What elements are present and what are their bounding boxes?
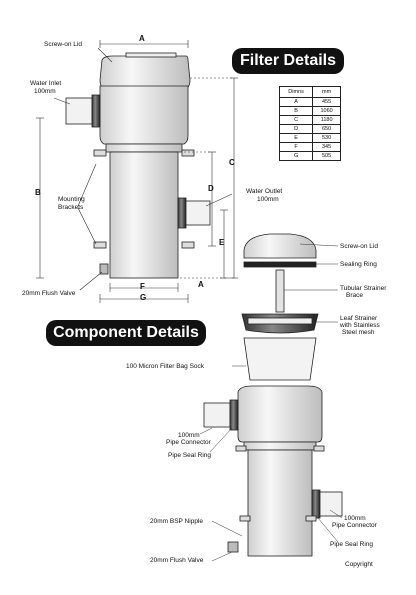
- dimension-letter-a: A: [139, 34, 145, 43]
- label-water-outlet-size: 100mm: [257, 196, 279, 203]
- filter-dimension-lines: [36, 40, 238, 303]
- table-cell: E: [278, 133, 314, 143]
- table-cell: 1180: [312, 115, 341, 125]
- dimension-letter-a-repeat: A: [198, 280, 204, 289]
- bracket-3: [93, 241, 107, 249]
- inlet-pipe: [65, 97, 93, 125]
- bracket-1: [93, 149, 107, 157]
- label-left-connector-size: 100mm: [178, 432, 200, 439]
- component-assembly: [203, 233, 343, 557]
- label-component-sealing-ring: Sealing Ring: [340, 261, 377, 268]
- label-leaf-strainer-2: with Stainless: [340, 322, 380, 329]
- table-cell: 505: [312, 151, 341, 161]
- label-right-pipe-connector: Pipe Connector: [332, 522, 377, 529]
- table-cell: F: [278, 142, 314, 152]
- label-water-inlet: Water Inlet: [30, 80, 62, 87]
- outlet-pipe: [185, 200, 211, 226]
- component-housing-lower: [247, 449, 313, 557]
- table-cell: C: [278, 115, 314, 125]
- table-cell: A: [278, 97, 314, 107]
- component-flush-valve: [227, 541, 239, 553]
- label-right-connector-size: 100mm: [344, 515, 366, 522]
- label-strainer-brace-2: Brace: [346, 292, 363, 299]
- component-filter-bag: [243, 337, 317, 381]
- filter-upper-body: [99, 85, 189, 145]
- table-cell: 530: [312, 133, 341, 143]
- label-filter-bag: 100 Micron Filter Bag Sock: [126, 363, 205, 370]
- filter-lid-top: [125, 52, 177, 58]
- table-cell: 1060: [312, 106, 341, 116]
- label-component-screw-on-lid: Screw-on Lid: [340, 243, 378, 250]
- component-right-seal-ring: [311, 489, 321, 519]
- label-right-pipe-seal-ring: Pipe Seal Ring: [330, 541, 373, 548]
- label-water-inlet-size: 100mm: [34, 88, 56, 95]
- table-header-dimns: Dimns: [278, 86, 314, 98]
- dimension-letter-d: D: [208, 184, 214, 193]
- table-cell: G: [278, 151, 314, 161]
- label-component-flush-valve: 20mm Flush Valve: [150, 557, 204, 564]
- table-cell: 455: [312, 97, 341, 107]
- table-cell: 345: [312, 142, 341, 152]
- component-left-seal-ring: [229, 399, 239, 431]
- filter-lower-body: [109, 151, 179, 279]
- dimension-letter-g: G: [140, 293, 147, 302]
- component-right-pipe: [319, 491, 343, 517]
- bracket-4: [181, 241, 195, 249]
- label-strainer-brace-1: Tubular Strainer: [340, 285, 387, 292]
- dimension-letter-b: B: [35, 188, 41, 197]
- label-brackets: Brackets: [58, 204, 84, 211]
- component-leader-lines: [199, 243, 343, 562]
- label-leaf-strainer-1: Leaf Strainer: [340, 315, 378, 322]
- component-lid: [243, 233, 317, 259]
- table-cell: 650: [312, 124, 341, 134]
- label-mounting: Mounting: [58, 196, 85, 203]
- label-screw-on-lid: Screw-on Lid: [44, 41, 82, 48]
- filter-details-heading: Filter Details: [232, 48, 344, 74]
- label-leaf-strainer-3: Steel mesh: [342, 329, 375, 336]
- filter-mid-body: [105, 143, 183, 153]
- component-sealing-ring: [243, 261, 317, 268]
- dimension-letter-e: E: [219, 238, 225, 247]
- component-housing-upper: [237, 385, 323, 443]
- table-header-row: Dimns mm: [278, 86, 341, 98]
- label-water-outlet: Water Outlet: [246, 188, 283, 195]
- dimension-letter-c: C: [229, 158, 235, 167]
- label-left-pipe-connector: Pipe Connector: [166, 439, 211, 446]
- label-flush-valve: 20mm Flush Valve: [22, 290, 76, 297]
- component-housing-mid: [243, 441, 317, 451]
- flush-valve: [99, 263, 109, 275]
- dimension-letter-f: F: [140, 282, 145, 291]
- inlet-seal-ring: [91, 94, 101, 128]
- copyright-notice: Copyright: [345, 561, 373, 568]
- table-cell: B: [278, 106, 314, 116]
- component-details-heading: Component Details: [46, 320, 206, 346]
- component-left-pipe: [203, 402, 231, 428]
- label-bsp-nipple: 20mm BSP Nipple: [150, 518, 203, 525]
- filter-assembly: [65, 52, 211, 279]
- outlet-seal-ring: [177, 197, 187, 229]
- bracket-2: [181, 149, 195, 157]
- table-header-mm: mm: [312, 86, 341, 98]
- table-cell: D: [278, 124, 314, 134]
- component-brace: [275, 269, 285, 313]
- label-left-pipe-seal-ring: Pipe Seal Ring: [168, 452, 211, 459]
